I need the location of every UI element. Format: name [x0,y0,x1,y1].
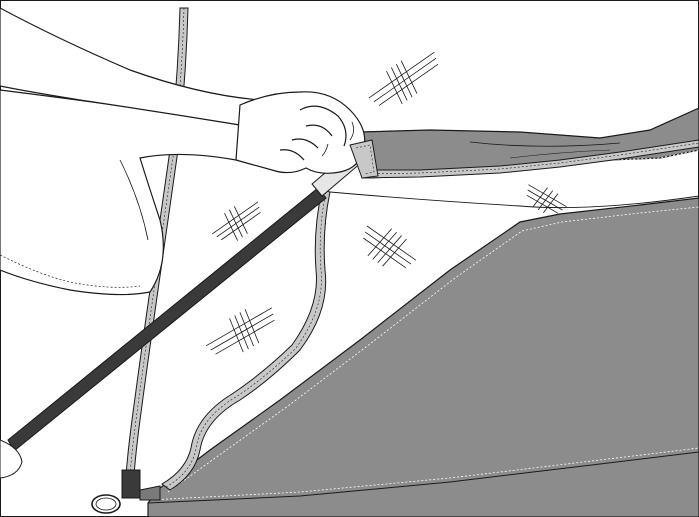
strap-end-tab [121,469,141,499]
webbing-top [359,139,699,179]
grip-tab [349,139,379,179]
fabric-hem-stitching [149,447,699,501]
webbing-left-curve [161,189,331,491]
fabric-fold-line [329,191,699,209]
motion-mark-right [526,184,567,214]
d-ring-icon [91,494,121,514]
fabric-panel [147,197,699,517]
pole-end [0,439,23,479]
motion-mark-center [363,225,417,269]
hand-icon [0,7,366,296]
motion-mark-left [211,201,261,241]
motion-mark-top [368,51,439,106]
motion-marks [205,51,567,355]
fabric-panel-stitching [167,206,699,493]
motion-mark-bottom [205,307,275,355]
